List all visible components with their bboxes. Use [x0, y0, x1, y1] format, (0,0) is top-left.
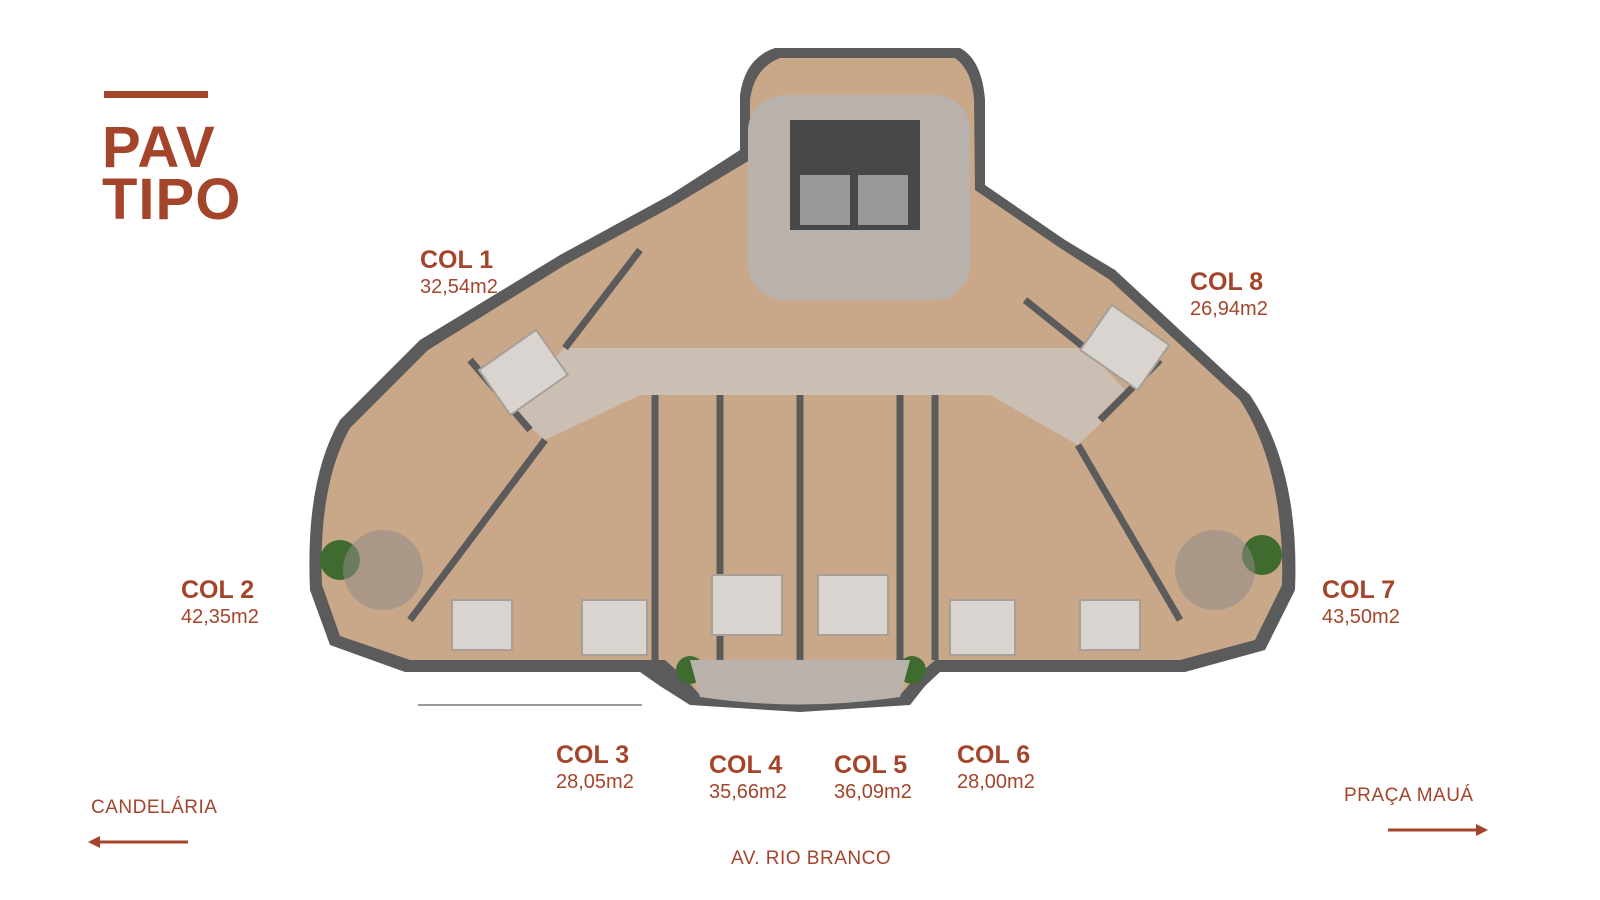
beds — [451, 303, 1171, 656]
unit-area: 28,05m2 — [556, 771, 634, 793]
page-title: PAV TIPO — [102, 115, 242, 232]
balcony — [690, 660, 910, 705]
unit-label-col3: COL 3 28,05m2 — [556, 741, 634, 795]
unit-area: 28,00m2 — [957, 771, 1035, 793]
unit-name: COL 1 — [420, 246, 494, 274]
unit-area: 35,66m2 — [709, 781, 787, 803]
unit-label-col4: COL 4 35,66m2 — [709, 751, 787, 805]
elevator-car-right — [858, 175, 908, 225]
arrow-left-icon — [88, 836, 188, 848]
unit-label-col6: COL 6 28,00m2 — [957, 741, 1035, 795]
unit-name: COL 3 — [556, 741, 630, 769]
unit-label-col8: COL 8 26,94m2 — [1190, 268, 1268, 322]
elevator-car-left — [800, 175, 850, 225]
rugs — [343, 530, 1255, 610]
arrow-right-icon — [1388, 824, 1488, 836]
unit-name: COL 6 — [957, 741, 1031, 769]
unit-label-col5: COL 5 36,09m2 — [834, 751, 912, 805]
unit-name: COL 4 — [709, 751, 783, 779]
unit-area: 43,50m2 — [1322, 606, 1400, 628]
unit-area: 32,54m2 — [420, 276, 498, 298]
unit-area: 42,35m2 — [181, 606, 259, 628]
unit-area: 26,94m2 — [1190, 298, 1268, 320]
street-label-bottom: AV. RIO BRANCO — [731, 848, 892, 869]
unit-label-col2: COL 2 42,35m2 — [181, 576, 259, 630]
title-rule — [104, 91, 208, 98]
unit-name: COL 2 — [181, 576, 255, 604]
title-line-2: TIPO — [102, 167, 242, 232]
unit-label-col7: COL 7 43,50m2 — [1322, 576, 1400, 630]
street-label-right: PRAÇA MAUÁ — [1344, 785, 1474, 806]
unit-name: COL 5 — [834, 751, 908, 779]
unit-area: 36,09m2 — [834, 781, 912, 803]
unit-name: COL 7 — [1322, 576, 1396, 604]
unit-label-col1: COL 1 32,54m2 — [420, 246, 498, 300]
unit-name: COL 8 — [1190, 268, 1264, 296]
corridor — [505, 348, 1130, 445]
title-line-1: PAV — [102, 115, 216, 180]
street-label-left: CANDELÁRIA — [91, 797, 218, 818]
